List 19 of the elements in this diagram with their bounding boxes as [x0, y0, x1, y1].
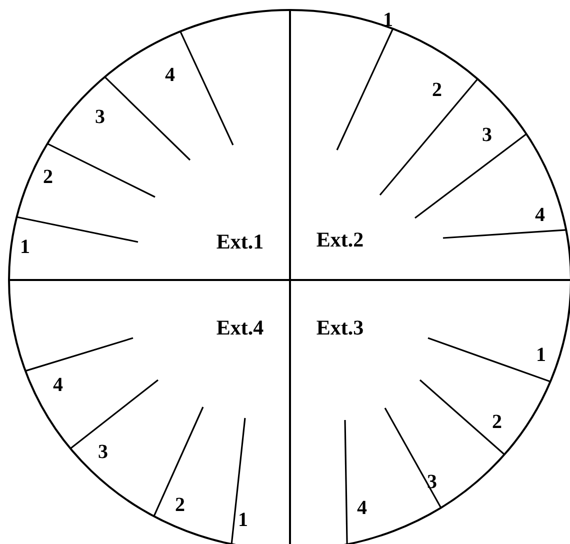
number-label: 1	[238, 510, 248, 530]
number-label: 4	[535, 205, 545, 225]
sector-label: Ext.1	[216, 232, 264, 252]
number-label: 3	[98, 442, 108, 462]
number-label: 4	[357, 498, 367, 518]
number-label: 1	[536, 345, 546, 365]
sector-label: Ext.2	[316, 230, 364, 250]
sector-label: Ext.3	[316, 318, 364, 338]
number-label: 4	[53, 375, 63, 395]
number-label: 2	[175, 495, 185, 515]
number-label: 2	[432, 80, 442, 100]
number-label: 1	[383, 10, 393, 30]
number-label: 3	[482, 125, 492, 145]
number-label: 2	[43, 167, 53, 187]
number-label: 4	[165, 65, 175, 85]
number-label: 2	[492, 412, 502, 432]
sector-label: Ext.4	[216, 318, 264, 338]
number-label: 3	[95, 107, 105, 127]
number-label: 1	[20, 237, 30, 257]
